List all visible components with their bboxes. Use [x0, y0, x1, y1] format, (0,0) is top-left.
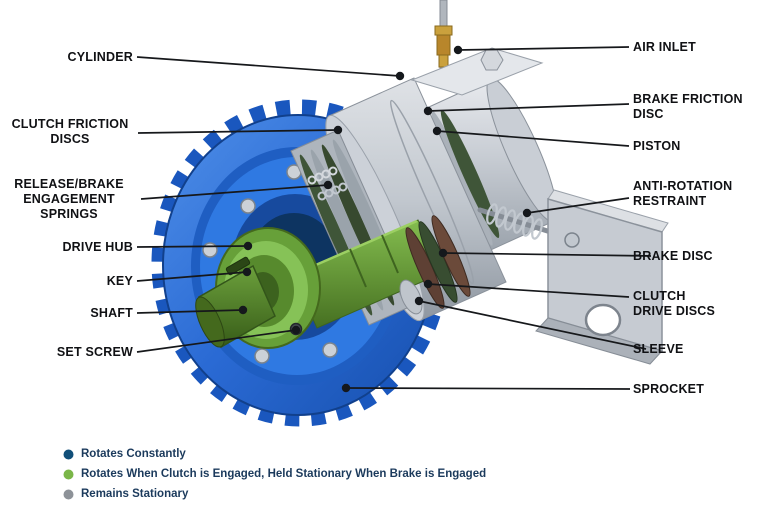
leader-drive-hub	[136, 241, 253, 251]
mounting-bracket	[535, 189, 669, 365]
hex-bolt	[240, 198, 256, 214]
legend-label: Rotates Constantly	[81, 448, 186, 460]
label-key: KEY	[106, 274, 133, 288]
label-shaft: SHAFT	[90, 306, 133, 320]
leader-clutch-friction-discs	[137, 125, 343, 135]
engagement-springs	[307, 166, 348, 201]
label-cylinder: CYLINDER	[67, 50, 133, 64]
legend-item-rotates-when-engaged: Rotates When Clutch is Engaged, Held Sta…	[63, 468, 486, 480]
leader-brake-friction-disc	[423, 103, 630, 116]
legend-item-remains-stationary: Remains Stationary	[63, 488, 486, 500]
leader-sprocket	[341, 383, 631, 393]
label-brake-friction-disc: BRAKE FRICTION DISC	[633, 92, 743, 121]
leader-brake-disc	[438, 248, 652, 258]
bracket-hole	[584, 303, 622, 337]
label-set-screw: SET SCREW	[56, 345, 133, 359]
leader-set-screw	[136, 325, 301, 353]
callout-leaders	[136, 45, 652, 393]
leader-piston	[432, 126, 630, 147]
label-clutch-friction-discs: CLUTCH FRICTION DISCS	[11, 117, 129, 146]
legend-dot-green-icon	[63, 469, 74, 479]
clutch-drive-discs-part	[405, 215, 471, 309]
drive-hub-and-shaft	[195, 227, 321, 349]
legend-dot-blue-icon	[63, 449, 74, 459]
legend-item-rotates-constantly: Rotates Constantly	[63, 448, 486, 460]
label-clutch-drive-discs: CLUTCH DRIVE DISCS	[633, 289, 716, 318]
legend-label: Rotates When Clutch is Engaged, Held Sta…	[81, 468, 487, 480]
label-anti-rotation-restraint: ANTI-ROTATION RESTRAINT	[633, 179, 733, 208]
brake-friction-disc-part	[440, 109, 500, 239]
leader-cylinder	[136, 56, 405, 81]
leader-sleeve	[414, 296, 647, 350]
restraint-nut	[564, 232, 580, 248]
leader-air-inlet	[453, 45, 630, 55]
label-drive-hub: DRIVE HUB	[62, 240, 133, 254]
hex-bolt	[254, 348, 270, 364]
leader-key	[136, 267, 252, 282]
rear-housing-section	[417, 77, 558, 255]
hex-bolt	[202, 242, 218, 258]
leader-clutch-drive-discs	[423, 279, 630, 298]
housing-top-face	[410, 47, 544, 96]
label-air-inlet: AIR INLET	[633, 40, 696, 54]
label-sprocket: SPROCKET	[633, 382, 705, 396]
label-sleeve: SLEEVE	[633, 342, 684, 356]
legend-dot-gray-icon	[63, 489, 74, 499]
hex-bolt	[322, 342, 338, 358]
leader-engagement-springs	[140, 180, 333, 200]
keyway-part	[225, 256, 251, 276]
label-engagement-springs: RELEASE/BRAKE ENGAGEMENT SPRINGS	[14, 177, 124, 221]
legend-label: Remains Stationary	[81, 488, 189, 500]
leader-shaft	[136, 305, 248, 315]
sleeve-part	[399, 279, 423, 315]
leader-anti-rotation-restraint	[522, 197, 630, 218]
label-brake-disc: BRAKE DISC	[633, 249, 713, 263]
label-piston: PISTON	[633, 139, 681, 153]
legend: Rotates Constantly Rotates When Clutch i…	[63, 448, 486, 500]
